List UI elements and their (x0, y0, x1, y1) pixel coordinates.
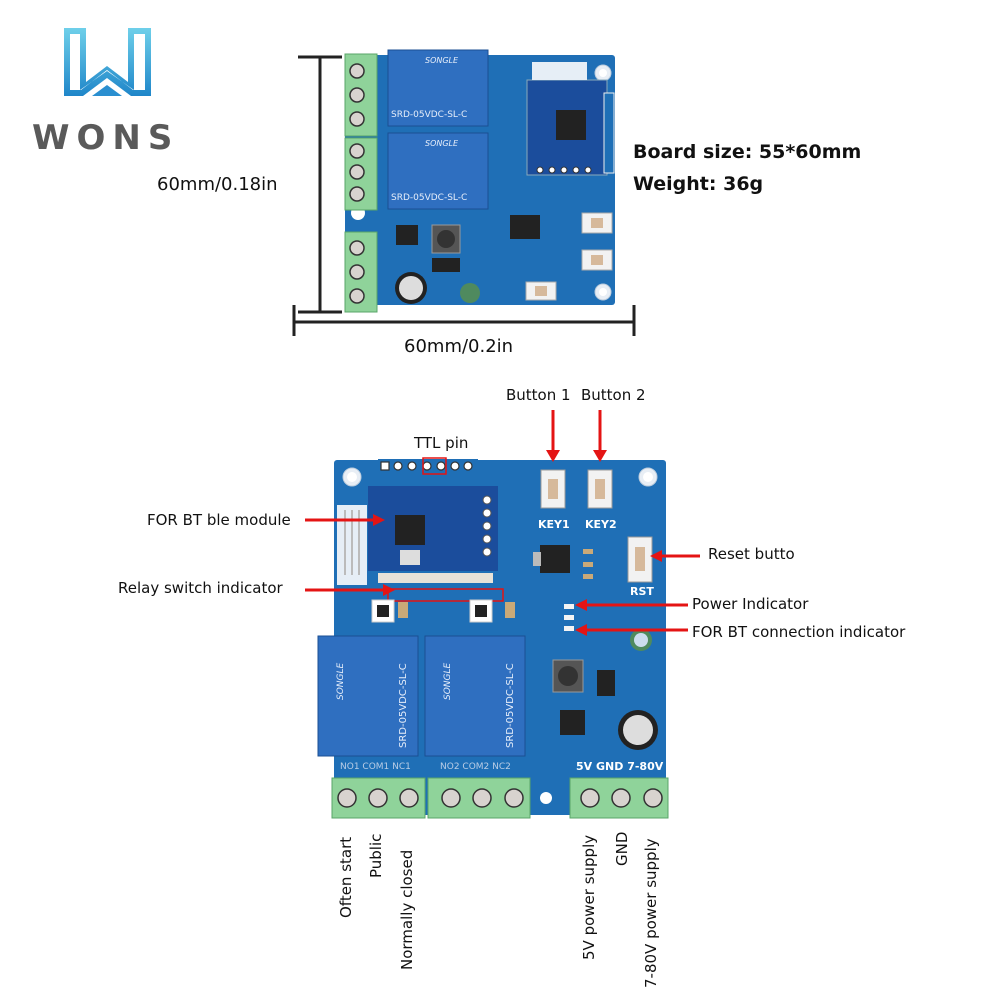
top-relay-1-model: SRD-05VDC-SL-C (391, 110, 468, 120)
bottom-relay-1 (317, 635, 419, 757)
height-dimension-label: 60mm/0.18in (157, 174, 278, 195)
key1-button (540, 469, 566, 509)
callout-relay-indicator: Relay switch indicator (118, 579, 283, 597)
bottom-relay-1-brand: SONGLE (336, 662, 346, 700)
width-dimension-line (292, 305, 636, 336)
status-leds (564, 604, 574, 631)
top-relay-2-brand: SONGLE (425, 139, 459, 148)
key2-button (587, 469, 613, 509)
silk-key2: KEY2 (585, 518, 617, 531)
callout-ttl-pin: TTL pin (414, 434, 469, 452)
top-rst-button (525, 281, 557, 301)
callout-reset-button: Reset butto (708, 545, 795, 563)
rst-button (627, 536, 653, 583)
silk-power-terminals: 5V GND 7-80V (576, 760, 664, 773)
bottom-bt-module (368, 486, 498, 571)
top-terminal-blocks (344, 53, 378, 313)
silk-relay1-terminals: NO1 COM1 NC1 (340, 762, 411, 772)
terminal-label-often-start: Often start (337, 836, 355, 918)
terminal-label-7-80v-power: 7-80V power supply (642, 838, 660, 988)
weight-spec: Weight: 36g (633, 173, 764, 195)
silk-relay2-terminals: NO2 COM2 NC2 (440, 762, 511, 772)
callout-power-indicator: Power Indicator (692, 595, 809, 613)
wons-w-logo-icon (64, 28, 151, 96)
top-key1-button (581, 212, 613, 234)
height-dimension-line (298, 55, 342, 314)
bottom-relay-2-brand: SONGLE (443, 662, 453, 700)
bottom-relay-2-model: SRD-05VDC-SL-C (505, 663, 516, 748)
terminal-label-5v-power: 5V power supply (580, 834, 598, 960)
top-relay-2-model: SRD-05VDC-SL-C (391, 193, 468, 203)
top-key2-button (581, 249, 613, 271)
relay-indicator-highlight (387, 588, 504, 602)
bottom-relay-1-model: SRD-05VDC-SL-C (398, 663, 409, 748)
brand-name: WONS (32, 118, 180, 158)
ttl-highlight-box (422, 457, 447, 475)
silk-rst: RST (630, 585, 654, 598)
callout-bt-connection-indicator: FOR BT connection indicator (692, 623, 906, 641)
callout-arrows (305, 410, 700, 636)
terminal-label-normally-closed: Normally closed (398, 849, 416, 970)
bottom-terminal-blocks (331, 777, 669, 819)
callout-button-1: Button 1 (506, 386, 571, 404)
callout-button-2: Button 2 (581, 386, 646, 404)
bottom-relay-2 (424, 635, 526, 757)
top-relay-1-brand: SONGLE (425, 56, 459, 65)
terminal-label-gnd: GND (613, 831, 631, 866)
top-relay-1 (387, 49, 489, 127)
board-size-spec: Board size: 55*60mm (633, 141, 862, 163)
silk-key1: KEY1 (538, 518, 570, 531)
ttl-pin-header (378, 457, 478, 475)
brand-logo: WONS (30, 20, 200, 158)
top-relay-2 (387, 132, 489, 210)
callout-bt-module: FOR BT ble module (147, 511, 291, 529)
terminal-label-public: Public (367, 833, 385, 878)
top-bt-module (526, 79, 608, 176)
width-dimension-label: 60mm/0.2in (404, 336, 514, 357)
